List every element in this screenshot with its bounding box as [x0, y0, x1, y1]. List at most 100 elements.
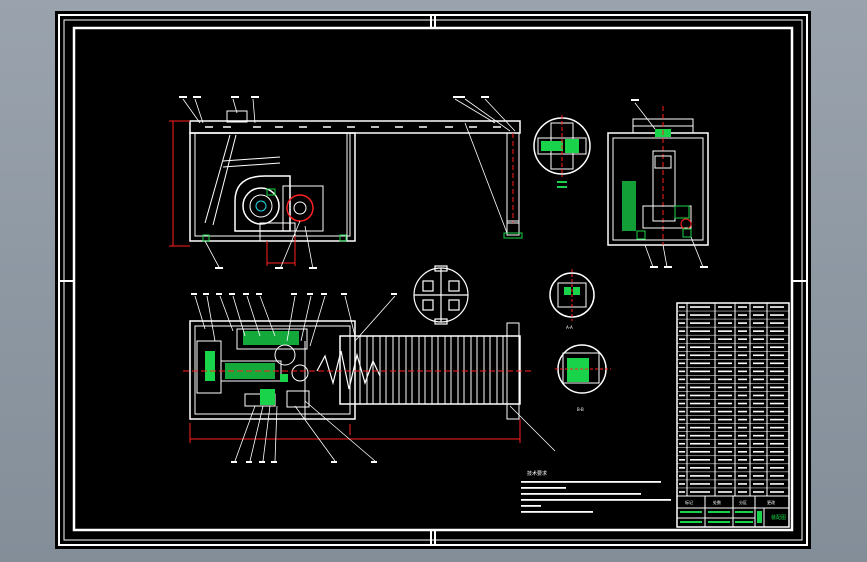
parts-row-text: [738, 491, 747, 493]
plan-view-leaders: [194, 295, 556, 462]
parts-row-text: [690, 491, 710, 493]
parts-row-text: [718, 370, 732, 373]
parts-row-text: [753, 426, 764, 429]
title-col-label-3: 分区: [739, 499, 747, 505]
parts-row-text: [690, 394, 710, 397]
parts-row-text: [738, 475, 747, 477]
parts-list-rows: [677, 310, 789, 489]
parts-row-text: [679, 450, 685, 453]
section-detail-top-label: [557, 181, 567, 188]
parts-row-text: [679, 394, 685, 397]
parts-row-text: [753, 434, 764, 437]
parts-row-text: [679, 410, 685, 413]
parts-row-text: [770, 426, 784, 429]
parts-row-text: [753, 338, 764, 340]
parts-row-text: [738, 450, 747, 453]
parts-row-text: [679, 314, 685, 316]
detail-circle-a: [549, 269, 595, 321]
parts-row-text: [753, 450, 764, 453]
parts-row-text: [738, 306, 747, 308]
parts-row-text: [690, 402, 710, 405]
parts-row-text: [679, 491, 685, 493]
parts-row-text: [753, 370, 764, 373]
parts-row-text: [770, 362, 784, 365]
parts-row-text: [679, 386, 685, 389]
parts-row-text: [770, 338, 784, 340]
parts-row-text: [753, 459, 764, 461]
parts-row-text: [738, 386, 747, 389]
parts-row-text: [679, 467, 685, 469]
title-col-label-2: 处数: [713, 499, 721, 505]
parts-row-text: [770, 434, 784, 437]
parts-row-text: [753, 354, 764, 357]
parts-row-text: [679, 483, 685, 485]
sheet-frame: [58, 14, 808, 546]
parts-row-text: [679, 418, 685, 421]
parts-row-text: [679, 346, 685, 349]
parts-row-text: [718, 306, 732, 308]
parts-row-text: [770, 306, 784, 308]
parts-row-text: [770, 483, 784, 485]
parts-row-text: [718, 362, 732, 365]
parts-row-text: [770, 394, 784, 397]
parts-row-text: [753, 306, 764, 308]
parts-row-text: [753, 467, 764, 469]
drawing-number: 装配图: [771, 514, 786, 521]
parts-row-text: [770, 354, 784, 357]
parts-row-text: [770, 378, 784, 381]
parts-row-text: [690, 330, 710, 332]
parts-row-text: [718, 459, 732, 461]
assembly-drawing: A-A B-B: [58, 14, 808, 546]
cad-viewport[interactable]: A-A B-B: [55, 11, 811, 549]
front-view-dimensions: [169, 120, 296, 266]
parts-row-text: [738, 330, 747, 332]
parts-row-text: [690, 370, 710, 373]
round-plate-view: [413, 265, 469, 325]
parts-row-text: [679, 378, 685, 381]
parts-row-text: [770, 410, 784, 413]
parts-row-text: [690, 426, 710, 429]
parts-row-text: [753, 330, 764, 332]
parts-row-text: [738, 418, 747, 421]
parts-row-text: [679, 362, 685, 365]
parts-row-text: [718, 354, 732, 357]
parts-row-text: [770, 491, 784, 493]
title-col-label-4: 更改: [767, 499, 775, 505]
parts-row-text: [738, 346, 747, 349]
parts-row-text: [718, 330, 732, 332]
parts-row-text: [690, 467, 710, 469]
parts-row-text: [718, 418, 732, 421]
parts-row-text: [770, 322, 784, 324]
parts-list-text: [679, 306, 784, 493]
front-view-leaders: [182, 98, 516, 270]
parts-row-text: [738, 394, 747, 397]
parts-row-text: [690, 459, 710, 461]
parts-row-text: [718, 322, 732, 324]
parts-row-text: [738, 442, 747, 445]
parts-row-text: [690, 362, 710, 365]
parts-row-text: [718, 386, 732, 389]
parts-row-text: [738, 378, 747, 381]
parts-row-text: [690, 410, 710, 413]
parts-row-text: [738, 338, 747, 340]
parts-row-text: [690, 346, 710, 349]
parts-row-text: [718, 394, 732, 397]
plan-view: [189, 320, 521, 420]
parts-row-text: [753, 483, 764, 485]
parts-row-text: [753, 410, 764, 413]
section-detail-top: [533, 115, 591, 177]
parts-row-text: [690, 483, 710, 485]
parts-row-text: [738, 434, 747, 437]
parts-row-text: [679, 322, 685, 324]
parts-row-text: [690, 322, 710, 324]
parts-row-text: [753, 491, 764, 493]
parts-row-text: [679, 330, 685, 332]
parts-row-text: [753, 314, 764, 316]
front-view-balloons: [179, 96, 489, 269]
parts-row-text: [679, 306, 685, 308]
parts-row-text: [679, 354, 685, 357]
parts-row-text: [770, 386, 784, 389]
detail-circle-b: [555, 344, 611, 394]
parts-row-text: [690, 306, 710, 308]
parts-row-text: [718, 483, 732, 485]
